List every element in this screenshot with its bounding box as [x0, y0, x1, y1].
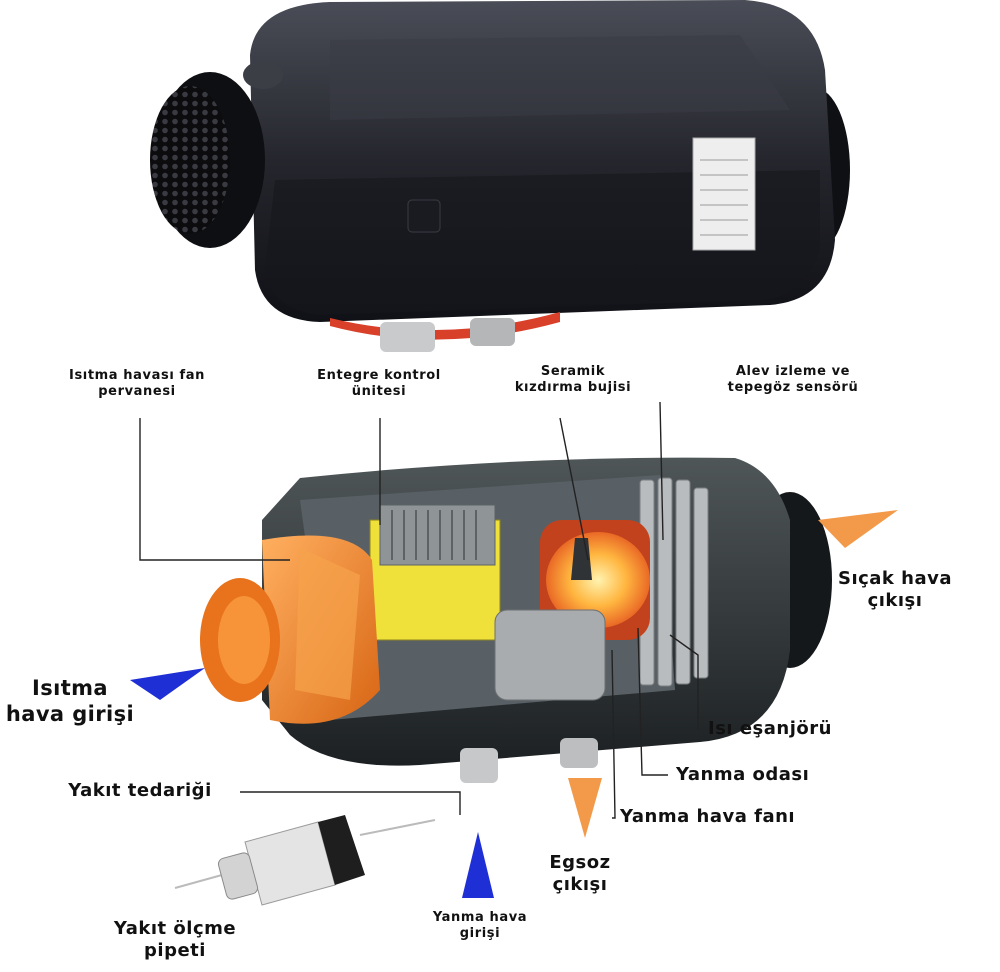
fuel-pump-connector: [318, 815, 365, 885]
fuel-pump: [174, 815, 436, 906]
label-glow-plug: Seramik kızdırma bujisi: [514, 364, 632, 395]
leader-combustion-fan: [611, 649, 616, 819]
heater-cutaway: [200, 457, 832, 783]
label-fan-propeller: Isıtma havası fan pervanesi: [69, 368, 205, 399]
label-heat-exchanger: Isı eşanjörü: [708, 718, 832, 739]
nameplate-label: [692, 137, 756, 251]
glow-plug: [571, 538, 592, 580]
leader-flame-sensor: [659, 401, 664, 541]
heater-assembled: [150, 0, 850, 352]
label-fuel-supply: Yakıt tedariği: [68, 780, 212, 801]
leader-heat-exchanger: [669, 634, 699, 730]
inlet-grille: [150, 86, 230, 234]
exhaust-arrow: [568, 778, 602, 838]
leader-glow-plug: [559, 417, 589, 561]
label-hot-air-outlet: Sıçak hava çıkışı: [837, 568, 953, 611]
hot-air-outlet-arrow: [818, 510, 898, 548]
label-heating-air-inlet: Isıtma hava girişi: [5, 676, 135, 726]
label-combustion-chamber: Yanma odası: [676, 764, 810, 785]
heat-exchanger: [639, 477, 709, 687]
combustion-air-inlet-arrow: [462, 832, 494, 898]
flame: [546, 532, 650, 628]
leader-fan-propeller: [139, 418, 290, 561]
label-control-unit: Entegre kontrol ünitesi: [317, 368, 441, 399]
combustion-fan-motor: [494, 609, 606, 701]
label-combustion-fan: Yanma hava fanı: [620, 806, 796, 827]
logo-emboss: [243, 61, 283, 89]
leader-lines: [139, 401, 699, 819]
leader-combustion-chamber: [637, 627, 668, 776]
label-combustion-air-inlet: Yanma hava girişi: [432, 910, 528, 941]
label-fuel-pump: Yakıt ölçme pipeti: [113, 918, 237, 961]
label-exhaust: Egsoz çıkışı: [549, 852, 611, 895]
heating-air-inlet-arrow: [130, 668, 205, 700]
label-flame-sensor: Alev izleme ve tepegöz sensörü: [727, 364, 859, 395]
leader-fuel-supply: [240, 791, 461, 815]
